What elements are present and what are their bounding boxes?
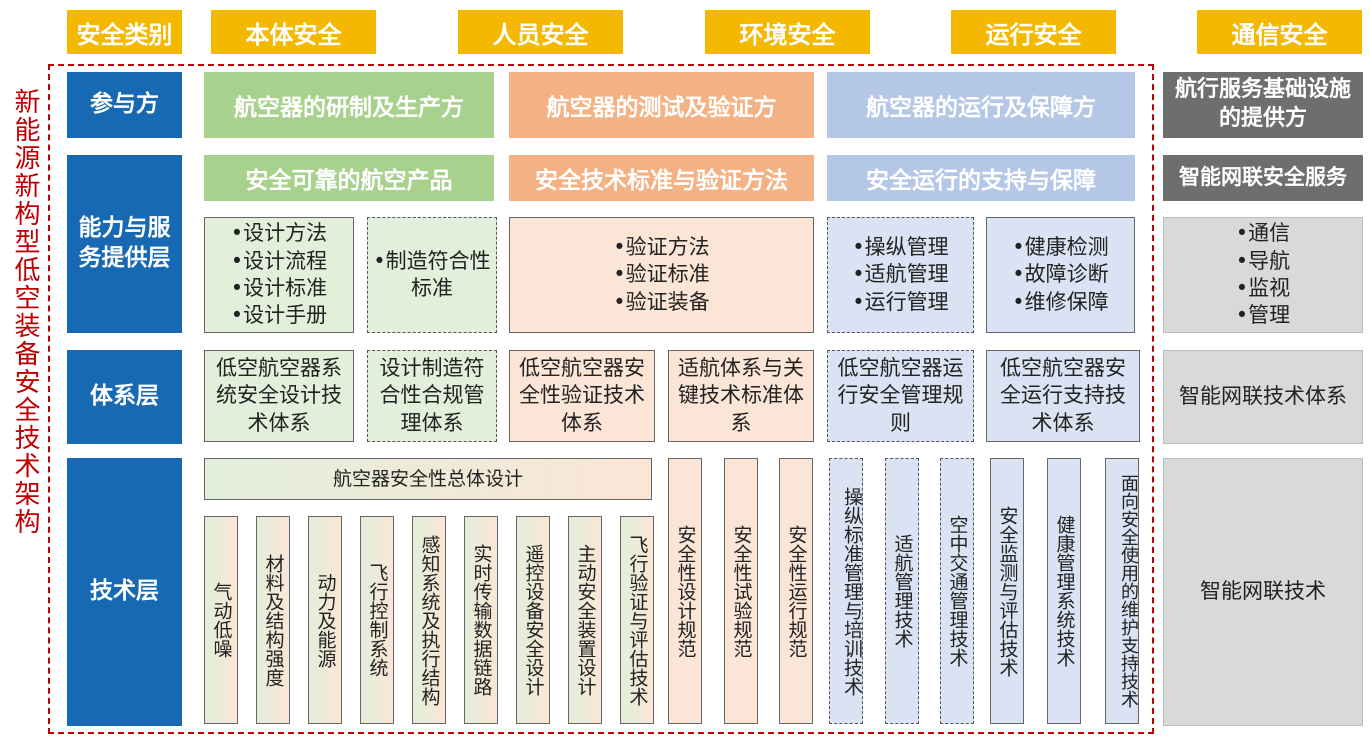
participant-operation: 航空器的运行及保障方 xyxy=(827,72,1135,138)
system-verify: 低空航空器安全性验证技术体系 xyxy=(509,350,655,442)
tech-op: 健康管理系统技术 xyxy=(1047,458,1081,724)
tech-item: 飞行验证与评估技术 xyxy=(620,516,654,724)
system-airworthy: 适航体系与关键技术标准体系 xyxy=(668,350,814,442)
capability-standards-title: 安全技术标准与验证方法 xyxy=(509,155,814,201)
participant-infrastructure: 航行服务基础设施的提供方 xyxy=(1163,72,1363,138)
capability-comm-list: •通信 •导航 •监视 •管理 xyxy=(1163,217,1363,333)
capability-support-title: 安全运行的支持与保障 xyxy=(827,155,1135,201)
capability-design-list: •设计方法 •设计流程 •设计标准 •设计手册 xyxy=(204,217,354,333)
tech-item: 气动低噪 xyxy=(204,516,238,724)
header-operation-safety: 运行安全 xyxy=(951,10,1116,54)
capability-health-list: •健康检测 •故障诊断 •维修保障 xyxy=(986,217,1135,333)
participant-manufacture: 航空器的研制及生产方 xyxy=(204,72,494,138)
tech-item: 遥控设备安全设计 xyxy=(516,516,550,724)
tech-network: 智能网联技术 xyxy=(1163,458,1363,726)
tech-overall-design: 航空器安全性总体设计 xyxy=(204,458,652,500)
header-personnel-safety: 人员安全 xyxy=(458,10,623,54)
tech-op: 面向安全使用的维护支持技术 xyxy=(1105,458,1139,724)
tech-item: 材料及结构强度 xyxy=(256,516,290,724)
tech-op: 空中交通管理技术 xyxy=(940,458,974,724)
capability-verify-list: •验证方法 •验证标准 •验证装备 xyxy=(509,217,814,333)
system-op-rules: 低空航空器运行安全管理规则 xyxy=(827,350,974,442)
system-network: 智能网联技术体系 xyxy=(1163,350,1363,444)
tech-item: 感知系统及执行结构 xyxy=(412,516,446,724)
tech-item: 飞行控制系统 xyxy=(360,516,394,724)
tech-op: 适航管理技术 xyxy=(885,458,919,724)
header-category: 安全类别 xyxy=(67,10,182,54)
layer-capability: 能力与服务提供层 xyxy=(67,155,182,333)
header-body-safety: 本体安全 xyxy=(211,10,376,54)
system-compliance: 设计制造符合性合规管理体系 xyxy=(367,350,497,442)
capability-manage-list: •操纵管理 •适航管理 •运行管理 xyxy=(827,217,974,333)
side-title: 新能源新构型低空装备安全技术架构 xyxy=(10,88,40,536)
tech-spec: 安全性试验规范 xyxy=(724,458,758,724)
tech-item: 主动安全装置设计 xyxy=(568,516,602,724)
capability-products-title: 安全可靠的航空产品 xyxy=(204,155,494,201)
system-op-support: 低空航空器安全运行支持技术体系 xyxy=(986,350,1140,442)
tech-spec: 安全性运行规范 xyxy=(779,458,813,724)
tech-op: 安全监测与评估技术 xyxy=(990,458,1024,724)
tech-item: 实时传输数据链路 xyxy=(464,516,498,724)
system-design: 低空航空器系统安全设计技术体系 xyxy=(204,350,354,442)
tech-spec: 安全性设计规范 xyxy=(668,458,702,724)
capability-network-title: 智能网联安全服务 xyxy=(1163,155,1363,201)
tech-item: 动力及能源 xyxy=(308,516,342,724)
layer-technology: 技术层 xyxy=(67,458,182,726)
main-frame xyxy=(48,64,1154,734)
layer-system: 体系层 xyxy=(67,350,182,444)
layer-participants: 参与方 xyxy=(67,72,182,138)
header-communication-safety: 通信安全 xyxy=(1197,10,1362,54)
participant-testing: 航空器的测试及验证方 xyxy=(509,72,814,138)
header-environment-safety: 环境安全 xyxy=(705,10,870,54)
tech-op: 操纵标准管理与培训技术 xyxy=(829,458,863,724)
capability-conformity: •制造符合性标准 xyxy=(367,217,497,333)
